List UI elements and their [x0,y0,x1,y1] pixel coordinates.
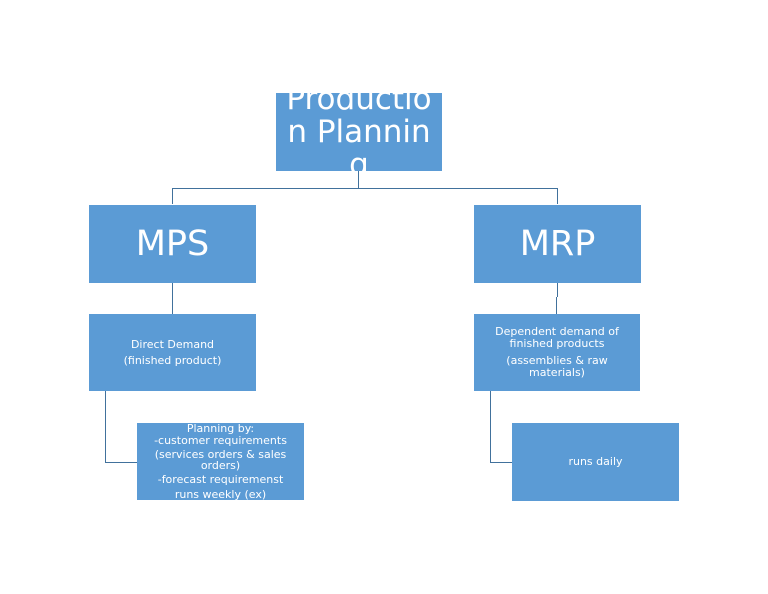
planning-by-line-4: -forecast requiremenst [157,473,284,487]
runs-daily-label: runs daily [568,455,623,468]
runs-daily-node: runs daily [512,423,679,501]
mps-node: MPS [89,205,256,283]
direct-demand-line-1: Direct Demand [130,337,215,351]
dependent-demand-node: Dependent demand of finished products (a… [474,314,640,391]
connector-direct-to-planning [105,391,137,463]
planning-by-line-1: Planning by: [186,423,255,435]
dependent-demand-line-1: Dependent demand of finished products [495,325,619,350]
connector-mrp-to-dependent-demand [556,283,558,314]
production-planning-label: Production Planning [286,93,432,171]
connector-dependent-to-runs-daily [490,391,512,463]
production-planning-node: Production Planning [276,93,442,171]
connector-root-to-children [172,171,558,204]
direct-demand-node: Direct Demand (finished product) [89,314,256,391]
planning-by-line-5: runs weekly (ex) [174,487,267,500]
planning-by-line-3: (services orders & sales orders) [154,447,287,473]
mrp-node: MRP [474,205,641,283]
dependent-demand-line-2: (assemblies & raw materials) [506,354,608,379]
planning-by-node: Planning by: -customer requirements (ser… [137,423,304,500]
planning-by-line-2: -customer requirements [154,433,287,447]
mps-label: MPS [135,224,210,264]
direct-demand-line-2: (finished product) [123,353,222,367]
mrp-label: MRP [519,224,596,264]
